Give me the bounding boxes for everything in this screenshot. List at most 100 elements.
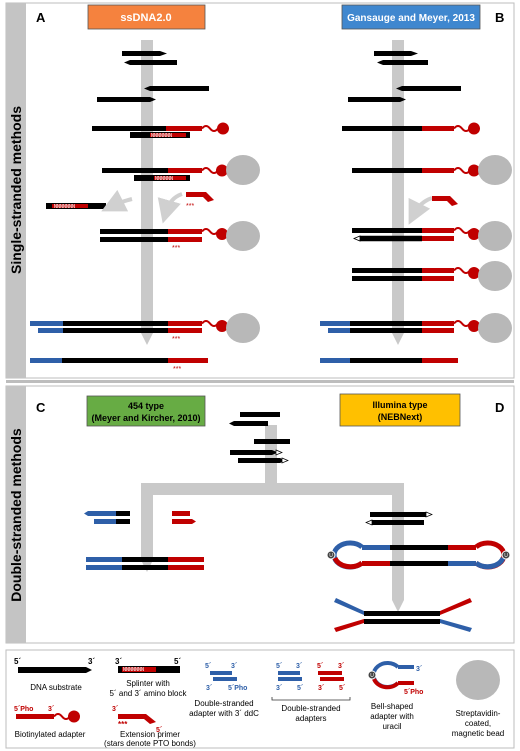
biotin-adapter — [422, 321, 454, 326]
panel-b-title: Gansauge and Meyer, 2013 — [347, 13, 475, 24]
primer-bound — [168, 237, 202, 242]
dna-strand — [63, 328, 168, 333]
splinter-n: NNNNNNN — [123, 667, 144, 673]
legend-dna-3: 3´ — [88, 657, 95, 666]
biotin-linker — [453, 125, 471, 132]
dna-strand — [254, 439, 290, 444]
dna-strand — [370, 512, 432, 517]
blue-adapter — [30, 321, 63, 326]
legend-splinter-red — [122, 667, 156, 672]
panel-c-title-box — [86, 395, 206, 427]
dna-strand — [352, 276, 422, 281]
biotin-ball — [468, 228, 480, 240]
bell-loop-left-red — [332, 556, 364, 570]
legend-frame — [5, 649, 515, 749]
biotin-ball — [216, 164, 228, 177]
legend-dna-strand — [18, 667, 92, 673]
legend-bell-top-label: 3´ — [416, 666, 423, 673]
single-stranded-section: Single-stranded methods A ssDNA2.0 NNNNN… — [5, 2, 515, 379]
dna-strand — [240, 412, 280, 417]
blue-adapter — [328, 328, 350, 333]
pto-stars: *** — [173, 366, 181, 373]
magnetic-bead — [478, 221, 512, 251]
legend-ds-l2: adapters — [295, 714, 326, 723]
biotin-ball — [217, 122, 229, 135]
extension-primer — [186, 192, 214, 202]
dna-strand — [102, 168, 168, 173]
legend-bell-l1: Bell-shaped — [371, 702, 413, 711]
red-adapter — [172, 511, 190, 516]
splinter-red — [154, 176, 186, 180]
dna-strand — [122, 51, 167, 56]
magnetic-bead — [478, 155, 512, 185]
dna-strand — [352, 228, 422, 233]
biotin-adapter — [422, 268, 454, 273]
legend-biotin-ball — [68, 710, 80, 723]
dna-strand — [100, 237, 168, 242]
legend-bell-l2: adapter with — [370, 712, 414, 721]
legend-ds-l1: Double-stranded — [281, 704, 340, 713]
dna-strand — [374, 51, 418, 56]
section-bar-double — [6, 386, 26, 643]
legend-bell-l3: uracil — [382, 722, 401, 731]
red-adapter — [172, 519, 196, 524]
dna-strand — [100, 229, 168, 234]
red-adapter — [168, 358, 208, 363]
legend: 5´ 3´ DNA substrate 3´ 5´ NNNNNNN Splint… — [5, 649, 515, 749]
splinter-red — [150, 133, 186, 137]
magnetic-bead — [478, 261, 512, 291]
release-arrow — [101, 189, 133, 212]
biotin-adapter — [168, 229, 202, 234]
primer-bound — [422, 236, 454, 241]
legend-biotin-label: Biotinylated adapter — [15, 730, 86, 739]
pto-stars: *** — [172, 336, 180, 343]
biotin-ball — [468, 320, 480, 332]
panel-a-letter: A — [36, 10, 46, 25]
legend-biotin-strand — [16, 714, 54, 719]
red-adapter — [362, 561, 390, 566]
red-adapter — [422, 358, 458, 363]
dna-strand — [377, 60, 428, 65]
dna-strand — [116, 519, 130, 524]
section-title-double: Double-stranded methods — [8, 428, 24, 602]
legend-splinter-3: 3´ — [115, 657, 122, 666]
legend-ddc-br: 5´Pho — [228, 685, 247, 692]
red-adapter — [168, 557, 204, 562]
dna-strand — [390, 545, 448, 550]
biotin-ball — [468, 164, 480, 177]
biotin-adapter — [168, 321, 202, 326]
legend-ddc-tl: 5´ — [205, 663, 212, 670]
magnetic-bead — [226, 155, 260, 185]
red-adapter — [168, 565, 204, 570]
legend-primer-stars: *** — [118, 720, 128, 729]
blue-adapter — [86, 565, 122, 570]
section-bar-single — [6, 3, 26, 378]
blue-adapter — [448, 561, 476, 566]
legend-biotin-linker — [53, 713, 71, 720]
bell-ligated: U U — [326, 540, 511, 570]
biotin-ball — [216, 320, 228, 332]
legend-dsb-br: 5´ — [297, 685, 304, 692]
y-adapter-left-red — [334, 619, 364, 632]
uracil-marker — [326, 550, 336, 560]
primer-arrow — [408, 196, 433, 225]
legend-primer-3: 3´ — [112, 706, 119, 713]
dna-strand — [350, 358, 422, 363]
legend-ddc-l2: adapter with 3´ ddC — [189, 709, 259, 718]
biotin-adapter — [422, 228, 454, 233]
legend-dna-5: 5´ — [14, 657, 21, 666]
panel-c-letter: C — [36, 400, 46, 415]
extension-primer — [432, 196, 458, 206]
dna-strand — [144, 86, 209, 91]
primer-bound — [168, 328, 202, 333]
blue-adapter — [362, 545, 390, 550]
legend-ddc-tr: 3´ — [231, 663, 238, 670]
dna-strand — [124, 60, 177, 65]
uracil-letter: U — [504, 553, 508, 559]
legend-uracil-u: U — [370, 673, 374, 679]
legend-primer-l1: Extension primer — [120, 730, 180, 739]
panel-c-title-2: (Meyer and Kircher, 2010) — [91, 413, 200, 423]
pto-stars: *** — [186, 203, 194, 210]
uracil-marker — [501, 550, 511, 560]
